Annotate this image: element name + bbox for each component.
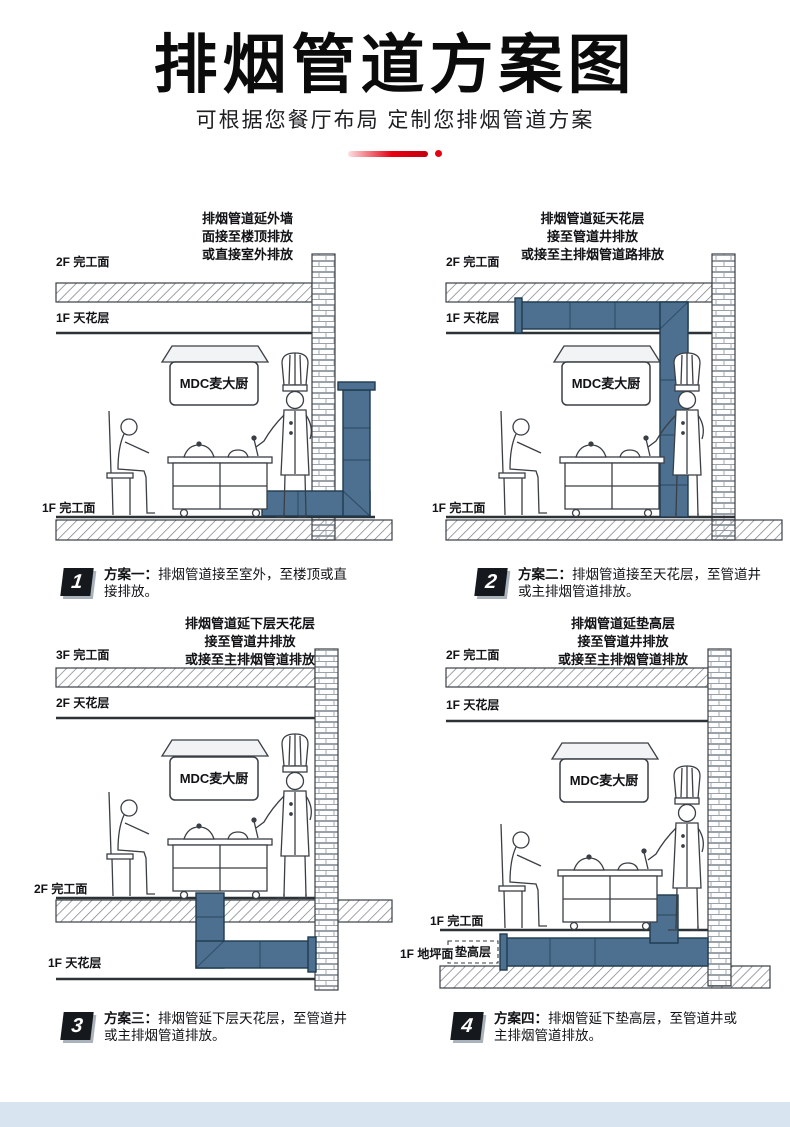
floor-slab (445, 667, 709, 688)
annotation-line: 排烟管道延垫高层 (570, 616, 675, 631)
raised-layer-outline (447, 940, 499, 964)
scheme-number-badge: 3 (60, 1012, 94, 1040)
divider-bar-shape (348, 150, 428, 157)
caption-lead: 方案二： (518, 567, 572, 582)
customer-figure (498, 410, 548, 516)
floor-label: 3F 完工面 (56, 647, 109, 662)
annotation-line: 接至管道井排放 (546, 229, 638, 244)
page-subtitle: 可根据您餐厅布局 定制您排烟管道方案 (195, 109, 595, 132)
annotation-line: 或接至主排烟管道排放 (557, 652, 688, 667)
floor-label: 2F 完工面 (446, 647, 499, 662)
brick-shaft (707, 648, 732, 987)
scheme-1-drawing: 2F 完工面 1F 天花层 MDC麦大厨 1F 完工面 (42, 253, 393, 541)
annotation-line: 排烟管道延天花层 (540, 211, 645, 226)
brick-shaft (314, 648, 339, 991)
scheme-panel-2: 排烟管道延天花层 接至管道井排放 或接至主排烟管道路排放 2F 完工面 1F 天… (420, 210, 785, 610)
caption-body: 排烟管道接至天花层，至管道井或主排烟管道排放。 (518, 567, 761, 599)
brand-logo: MDC麦大厨 (570, 773, 639, 788)
page-title: 排烟管道方案图 (153, 30, 637, 101)
range-hood: MDC麦大厨 (169, 756, 259, 801)
range-hood: MDC麦大厨 (169, 361, 259, 406)
caption-lead: 方案四： (494, 1011, 548, 1026)
scheme-3-annotation: 排烟管道延下层天花层 接至管道井排放 或接至主排烟管道排放 (145, 615, 355, 669)
annotation-line: 接至管道井排放 (204, 634, 296, 649)
customer-figure (106, 410, 156, 516)
floor-slab (55, 282, 313, 303)
floor-slab (445, 519, 783, 541)
exhaust-duct (499, 894, 709, 971)
scheme-caption-text: 方案四：排烟管延下垫高层，至管道井或主排烟管道排放。 (494, 1010, 744, 1044)
cooking-station (557, 848, 663, 931)
scheme-2-drawing: 2F 完工面 1F 天花层 MDC麦大厨 1F 完工面 (432, 253, 783, 541)
scheme-panel-4: 排烟管道延垫高层 接至管道井排放 或接至主排烟管道排放 2F 完工面 1F 天花… (400, 615, 785, 1075)
range-hood-canopy (551, 742, 659, 760)
floor-slab (445, 282, 713, 303)
brand-logo: MDC麦大厨 (180, 771, 249, 786)
annotation-line: 接至管道井排放 (577, 634, 669, 649)
floor-label: 1F 完工面 (432, 500, 485, 515)
scheme-4-caption: 4 方案四：排烟管延下垫高层，至管道井或主排烟管道排放。 (450, 1010, 744, 1044)
exhaust-duct (261, 381, 376, 517)
red-divider (0, 150, 790, 157)
scheme-panel-1: 排烟管道延外墙 面接至楼顶排放 或直接室外排放 2F 完工面 1F 天花层 MD… (30, 210, 395, 610)
footer-band (0, 1102, 790, 1127)
cooking-station (559, 435, 665, 518)
annotation-line: 面接至楼顶排放 (201, 229, 293, 244)
cooking-station (167, 817, 273, 900)
customer-figure (106, 791, 156, 897)
scheme-1-annotation: 排烟管道延外墙 面接至楼顶排放 或直接室外排放 (160, 210, 335, 264)
annotation-line: 排烟管道延下层天花层 (184, 616, 315, 631)
floor-label: 1F 天花层 (446, 310, 499, 325)
brand-logo: MDC麦大厨 (572, 376, 641, 391)
floor-label: 1F 地坪面 (400, 946, 453, 961)
scheme-2-annotation: 排烟管道延天花层 接至管道井排放 或接至主排烟管道路排放 (490, 210, 695, 264)
annotation-line: 或直接室外排放 (201, 247, 293, 262)
divider-dot-shape (435, 150, 442, 157)
range-hood-canopy (553, 345, 661, 363)
brand-logo: MDC麦大厨 (180, 376, 249, 391)
floor-label: 1F 完工面 (42, 500, 95, 515)
scheme-1-caption: 1 方案一：排烟管道接至室外，至楼顶或直接排放。 (60, 566, 354, 600)
floor-label: 1F 天花层 (446, 697, 499, 712)
floor-label: 1F 完工面 (430, 913, 483, 928)
range-hood-canopy (161, 739, 269, 757)
caption-body: 排烟管道接至室外，至楼顶或直接排放。 (104, 567, 347, 599)
floor-label: 1F 天花层 (48, 955, 101, 970)
floor-label: 2F 天花层 (56, 695, 109, 710)
scheme-3-caption: 3 方案三：排烟管延下层天花层，至管道井或主排烟管道排放。 (60, 1010, 354, 1044)
scheme-caption-text: 方案二：排烟管道接至天花层，至管道井或主排烟管道排放。 (518, 566, 768, 600)
floor-slab (55, 667, 316, 688)
caption-lead: 方案三： (104, 1011, 158, 1026)
scheme-number-badge: 2 (474, 568, 508, 596)
scheme-number-badge: 4 (450, 1012, 484, 1040)
annotation-line: 或接至主排烟管道路排放 (520, 247, 664, 262)
scheme-4-annotation: 排烟管道延垫高层 接至管道井排放 或接至主排烟管道排放 (518, 615, 728, 669)
scheme-caption-text: 方案一：排烟管道接至室外，至楼顶或直接排放。 (104, 566, 354, 600)
annotation-line: 或接至主排烟管道排放 (184, 652, 315, 667)
raised-layer-label: 垫高层 (455, 944, 491, 959)
scheme-number-badge: 1 (60, 568, 94, 596)
customer-figure (498, 823, 548, 929)
range-hood: MDC麦大厨 (559, 758, 649, 803)
floor-slab (55, 519, 393, 541)
caption-body: 排烟管延下层天花层，至管道井或主排烟管道排放。 (104, 1011, 347, 1043)
cooking-station (167, 435, 273, 518)
floor-label: 2F 完工面 (56, 254, 109, 269)
range-hood: MDC麦大厨 (561, 361, 651, 406)
floor-label: 2F 完工面 (446, 254, 499, 269)
annotation-line: 排烟管道延外墙 (201, 211, 293, 226)
caption-body: 排烟管延下垫高层，至管道井或主排烟管道排放。 (494, 1011, 737, 1043)
floor-label: 1F 天花层 (56, 310, 109, 325)
brick-shaft (711, 253, 736, 541)
scheme-2-caption: 2 方案二：排烟管道接至天花层，至管道井或主排烟管道排放。 (474, 566, 768, 600)
scheme-4-drawing: 2F 完工面 1F 天花层 MDC麦大厨 1F 完工面 1F 地坪面 垫高层 (400, 647, 771, 989)
scheme-panel-3: 排烟管道延下层天花层 接至管道井排放 或接至主排烟管道排放 3F 完工面 2F … (30, 615, 395, 1075)
exhaust-duct (195, 892, 317, 973)
floor-label: 2F 完工面 (34, 881, 87, 896)
scheme-caption-text: 方案三：排烟管延下层天花层，至管道井或主排烟管道排放。 (104, 1010, 354, 1044)
scheme-3-drawing: 3F 完工面 2F 天花层 MDC麦大厨 2F 完工面 1F 天花层 (34, 647, 393, 991)
caption-lead: 方案一： (104, 567, 158, 582)
range-hood-canopy (161, 345, 269, 363)
